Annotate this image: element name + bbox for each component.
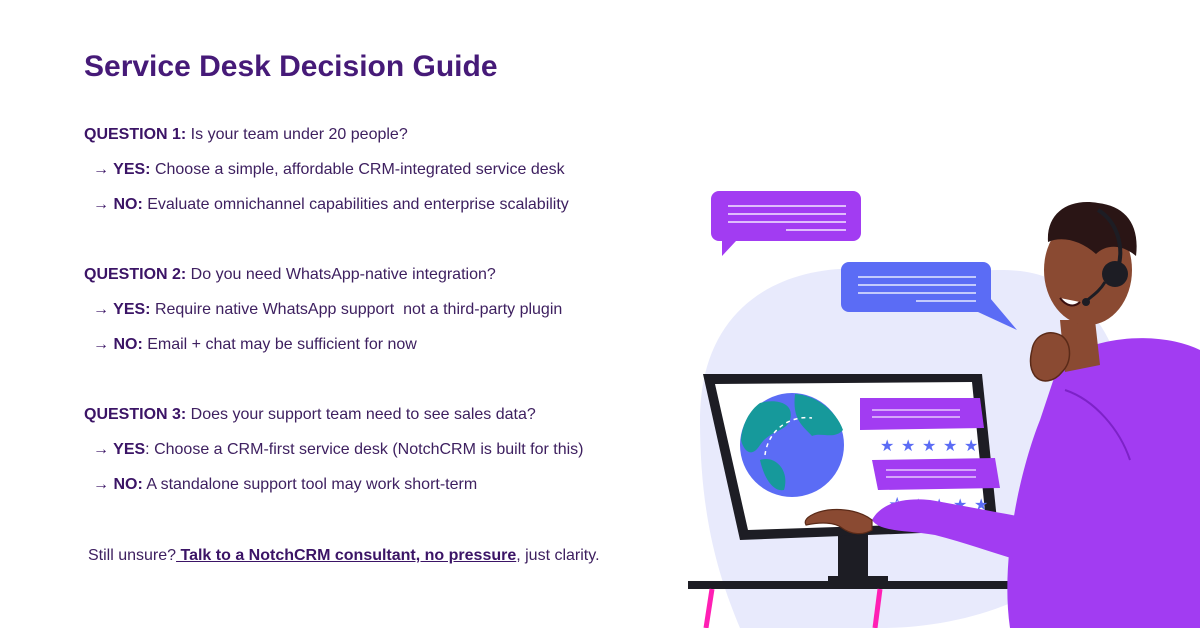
- answer-no: → NO: A standalone support tool may work…: [93, 475, 684, 495]
- question-text: Does your support team need to see sales…: [186, 406, 536, 423]
- support-agent-illustration: ★ ★ ★ ★ ★ ★ ★ ★ ★ ★: [688, 191, 1200, 628]
- answer-text: : Choose a CRM-first service desk (Notch…: [145, 441, 584, 458]
- arrow-icon: →: [93, 161, 114, 178]
- footer-prefix: Still unsure?: [88, 547, 177, 564]
- arrow-icon: →: [93, 301, 114, 318]
- answer-label: NO:: [113, 476, 143, 493]
- answer-text: Choose a simple, affordable CRM-integrat…: [150, 161, 565, 178]
- answer-label: NO:: [113, 196, 143, 213]
- footer-suffix: , just clarity.: [516, 547, 600, 564]
- answer-yes: → YES: Choose a CRM-first service desk (…: [93, 440, 684, 460]
- arrow-icon: →: [93, 196, 114, 213]
- footer-cta: Still unsure? Talk to a NotchCRM consult…: [88, 546, 600, 566]
- answer-text: Email + chat may be sufficient for now: [142, 336, 417, 353]
- question-text: Do you need WhatsApp-native integration?: [186, 266, 496, 283]
- rating-stars-row: ★ ★ ★ ★ ★: [880, 438, 978, 455]
- answer-text: Require native WhatsApp support not a th…: [150, 301, 563, 318]
- question-label: QUESTION 3:: [84, 406, 187, 423]
- consultant-link[interactable]: Talk to a NotchCRM consultant, no pressu…: [176, 547, 517, 564]
- star-icon: ★: [880, 438, 894, 455]
- star-icon: ★: [901, 438, 915, 455]
- answer-yes: → YES: Choose a simple, affordable CRM-i…: [93, 160, 684, 180]
- question-text: Is your team under 20 people?: [186, 126, 408, 143]
- page-title: Service Desk Decision Guide: [84, 50, 498, 83]
- review-card: [872, 458, 1000, 490]
- answer-text: A standalone support tool may work short…: [142, 476, 478, 493]
- answer-text: Evaluate omnichannel capabilities and en…: [142, 196, 569, 213]
- question-1: QUESTION 1: Is your team under 20 people…: [84, 125, 684, 145]
- support-agent: [804, 202, 1200, 628]
- decision-guide: QUESTION 1: Is your team under 20 people…: [84, 125, 684, 510]
- answer-no: → NO: Evaluate omnichannel capabilities …: [93, 195, 684, 215]
- answer-yes: → YES: Require native WhatsApp support n…: [93, 300, 684, 320]
- answer-label: YES:: [113, 161, 151, 178]
- answer-label: NO:: [113, 336, 143, 353]
- globe-icon: [740, 393, 844, 497]
- star-icon: ★: [922, 438, 936, 455]
- question-label: QUESTION 1:: [84, 126, 187, 143]
- review-card: [860, 398, 984, 430]
- arrow-icon: →: [93, 336, 114, 353]
- chat-bubble-icon: [711, 191, 861, 256]
- chat-bubble-icon: [841, 262, 1017, 330]
- question-3: QUESTION 3: Does your support team need …: [84, 405, 684, 425]
- arrow-icon: →: [93, 476, 114, 493]
- star-icon: ★: [964, 438, 978, 455]
- arrow-icon: →: [93, 441, 114, 458]
- answer-label: YES: [113, 441, 146, 458]
- answer-no: → NO: Email + chat may be sufficient for…: [93, 335, 684, 355]
- question-label: QUESTION 2:: [84, 266, 187, 283]
- headset-icon: [1082, 208, 1128, 306]
- answer-label: YES:: [113, 301, 151, 318]
- question-2: QUESTION 2: Do you need WhatsApp-native …: [84, 265, 684, 285]
- star-icon: ★: [943, 438, 957, 455]
